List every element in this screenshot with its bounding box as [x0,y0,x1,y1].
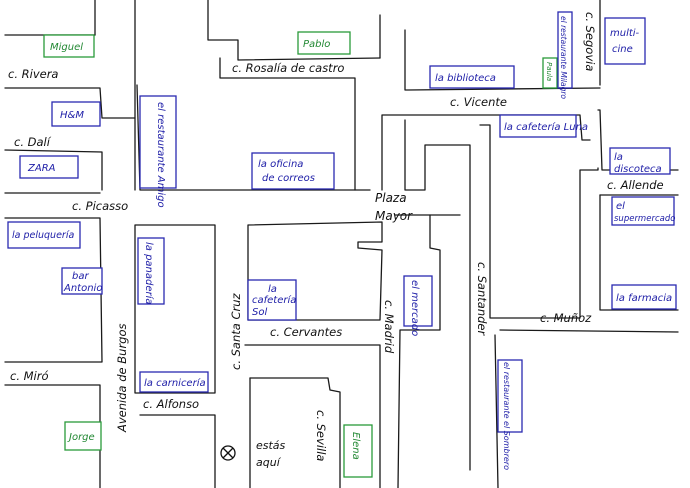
place-cafeteria-sol-line3: Sol [252,307,267,318]
you-are-here-marker-icon [220,445,236,461]
street-allende-label: c. Allende [607,178,664,192]
place-pablo[interactable]: Pablo [297,31,351,55]
place-miguel-label: Miguel [50,42,83,53]
place-peluqueria-label: la peluquería [12,230,74,241]
place-restaurante-sombrero-label: el restaurante el Sombrero [502,362,511,470]
place-oficina-correos-line1: la oficina [258,159,303,170]
place-discoteca-line1: la [614,152,623,163]
place-mercado[interactable]: el mercado [403,275,433,336]
street-picasso-label: c. Picasso [72,199,128,213]
street-labels: c. Rivera c. Dalí c. Picasso c. Miró c. … [8,12,664,461]
place-restaurante-milagro-label: el restaurante Milagro [559,16,568,99]
place-biblioteca-label: la biblioteca [435,73,496,84]
you-are-here-label-line2: aquí [256,456,282,469]
street-madrid-label: c. Madrid [382,300,396,354]
place-paula[interactable]: Paula [542,57,558,89]
you-are-here-label-line1: estás [256,439,286,452]
place-farmacia-label: la farmacia [616,293,672,304]
street-santa-cruz-label: c. Santa Cruz [229,292,243,370]
place-mercado-label: el mercado [409,280,420,336]
place-supermercado-line2: supermercado [614,214,675,224]
street-cervantes-label: c. Cervantes [270,325,342,339]
place-panaderia[interactable]: la panadería [137,237,165,305]
place-biblioteca[interactable]: la biblioteca [429,65,515,89]
place-multicine[interactable]: multi- cine [604,17,646,65]
place-paula-label: Paula [545,62,553,81]
plaza-mayor: Plaza Mayor [375,191,413,223]
place-bar-antonio[interactable]: bar Antonio [61,267,103,295]
place-jorge[interactable]: Jorge [64,421,102,451]
place-zara-label: ZARA [27,163,56,174]
place-restaurante-amigo-label: el restaurante Amigo [155,102,166,208]
place-oficina-correos[interactable]: la oficina de correos [251,152,335,190]
place-multicine-line2: cine [612,44,633,55]
place-cafeteria-sol[interactable]: la cafetería Sol [247,279,297,321]
place-zara[interactable]: ZARA [19,155,79,179]
place-bar-antonio-line1: bar [72,271,89,282]
place-farmacia[interactable]: la farmacia [611,284,677,310]
place-elena[interactable]: Elena [343,424,373,478]
place-cafeteria-luna[interactable]: la cafetería Luna [499,114,588,138]
place-restaurante-sombrero[interactable]: el restaurante el Sombrero [497,359,523,470]
place-peluqueria[interactable]: la peluquería [7,221,81,249]
place-carniceria[interactable]: la carnicería [139,371,209,393]
place-cafeteria-sol-line2: cafetería [252,294,296,306]
street-sevilla-label: c. Sevilla [314,410,328,461]
street-rosalia-label: c. Rosalía de castro [232,61,344,75]
place-hm[interactable]: H&M [51,101,101,127]
place-oficina-correos-line2: de correos [262,173,315,184]
plaza-mayor-label-line2: Mayor [375,209,413,223]
place-panaderia-label: la panadería [143,242,155,305]
you-are-here: estás aquí [220,439,286,469]
plaza-mayor-label-line1: Plaza [375,191,407,205]
street-segovia-label: c. Segovia [583,12,597,71]
place-carniceria-label: la carnicería [144,377,206,389]
place-jorge-label: Jorge [67,432,95,443]
place-hm-label: H&M [60,110,84,121]
place-restaurante-milagro[interactable]: el restaurante Milagro [557,11,573,99]
place-elena-label: Elena [350,432,361,460]
place-discoteca[interactable]: la discoteca [609,147,671,175]
street-rivera-label: c. Rivera [8,67,58,81]
street-burgos-label: Avenida de Burgos [115,323,129,433]
street-dali-label: c. Dalí [14,135,52,149]
street-alfonso-label: c. Alfonso [143,397,199,411]
place-restaurante-amigo[interactable]: el restaurante Amigo [139,95,177,208]
street-miro-label: c. Miró [10,369,49,383]
place-discoteca-line2: discoteca [614,164,662,175]
place-cafeteria-sol-line1: la [268,284,277,295]
street-vicente-label: c. Vicente [450,95,507,109]
place-bar-antonio-line2: Antonio [63,283,102,294]
place-pablo-label: Pablo [303,39,330,50]
place-supermercado[interactable]: el supermercado [611,196,675,226]
place-supermercado-line1: el [616,201,625,212]
place-cafeteria-luna-label: la cafetería Luna [504,121,588,133]
place-multicine-line1: multi- [610,28,640,39]
street-santander-label: c. Santander [475,262,489,336]
places: Miguel Pablo H&M ZARA el restaurante Ami… [7,11,677,478]
street-munoz-label: c. Muñoz [540,311,592,325]
place-miguel[interactable]: Miguel [43,34,95,58]
